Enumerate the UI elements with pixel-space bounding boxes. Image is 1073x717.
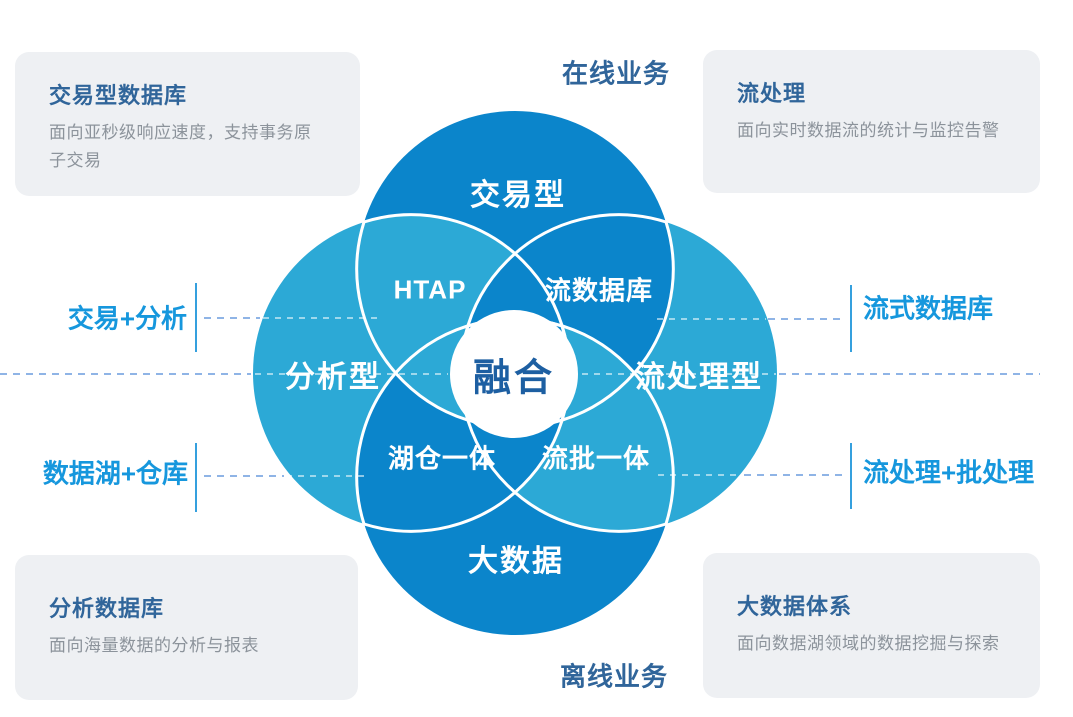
side-label-stream-db: 流式数据库	[863, 293, 994, 324]
label-tick-lines	[195, 283, 852, 512]
petal-label-lakehouse: 湖仓一体	[387, 443, 497, 474]
petal-label-htap: HTAP	[393, 274, 467, 305]
card-description: 面向海量数据的分析与报表	[49, 636, 259, 655]
circle-label-bigdata: 大数据	[468, 545, 564, 578]
side-label-tx-analysis: 交易+分析	[67, 303, 187, 334]
side-label-lake-warehouse: 数据湖+仓库	[42, 458, 188, 489]
card-description: 面向亚秒级响应速度，支持事务原子交易	[49, 123, 312, 171]
card-title: 流处理	[737, 81, 807, 106]
circle-label-analytical: 分析型	[285, 361, 381, 394]
context-label-online: 在线业务	[561, 58, 671, 89]
card-bigdata-system: 大数据体系 面向数据湖领域的数据挖掘与探索	[703, 553, 1040, 698]
side-label-stream-batch: 流处理+批处理	[863, 457, 1035, 488]
petal-outlines	[355, 213, 675, 533]
card-analytical-db: 分析数据库 面向海量数据的分析与报表	[15, 555, 358, 700]
card-title: 分析数据库	[49, 596, 165, 621]
circle-label-streaming: 流处理型	[635, 361, 763, 394]
card-description: 面向数据湖领域的数据挖掘与探索	[737, 634, 1000, 653]
center-circle	[450, 310, 578, 438]
card-description: 面向实时数据流的统计与监控告警	[737, 121, 1000, 140]
card-transactional-db: 交易型数据库 面向亚秒级响应速度，支持事务原子交易	[15, 52, 360, 196]
petal-label-stream-batch: 流批一体	[541, 443, 651, 474]
circle-label-transactional: 交易型	[470, 179, 566, 212]
petal-label-stream-db: 流数据库	[544, 275, 654, 306]
card-title: 交易型数据库	[49, 83, 188, 108]
petal-outline-se	[459, 317, 675, 533]
petal-outline-sw	[355, 317, 571, 533]
card-stream-processing: 流处理 面向实时数据流的统计与监控告警	[703, 50, 1040, 193]
center-label-fusion: 融合	[472, 357, 556, 400]
dashed-connector-lines	[0, 317, 1040, 477]
context-label-offline: 离线业务	[559, 661, 669, 692]
card-title: 大数据体系	[737, 594, 853, 619]
